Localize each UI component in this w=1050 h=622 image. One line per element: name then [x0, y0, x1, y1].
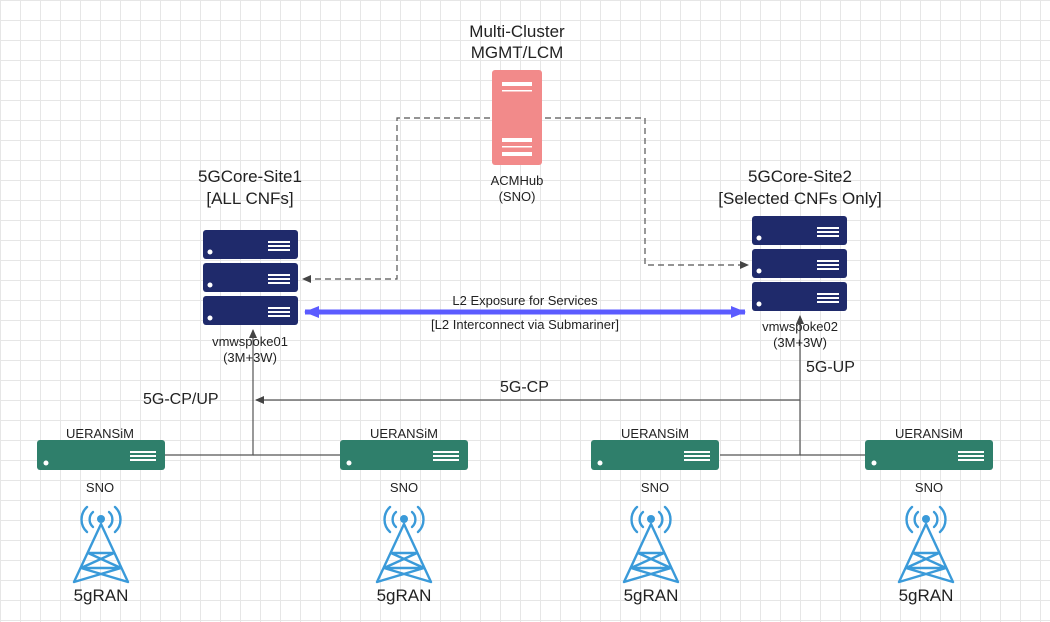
ran-label-3: 5gRAN — [624, 586, 679, 605]
server-unit — [203, 230, 298, 259]
hub-title-line1: Multi-Cluster — [469, 22, 565, 41]
site1-node-size: (3M+3W) — [223, 350, 277, 365]
hub-to-site2-connector — [545, 117, 749, 269]
sim-type: SNO — [641, 480, 669, 495]
site2-title: 5GCore-Site2 — [748, 167, 852, 186]
sim-node-1: UERANSiM SNO — [37, 426, 165, 495]
ran-label-1: 5gRAN — [74, 586, 129, 605]
site1-server-stack-icon — [203, 230, 298, 325]
site1-subtitle: [ALL CNFs] — [206, 189, 293, 208]
flow-label-cp-up: 5G-CP/UP — [143, 391, 219, 408]
ran-tower-icon-4 — [897, 505, 955, 584]
sim-type: SNO — [915, 480, 943, 495]
hub-to-site1-connector — [302, 117, 490, 283]
ran-tower-icon-2 — [375, 505, 433, 584]
sim-type: SNO — [390, 480, 418, 495]
server-unit — [752, 216, 847, 245]
sim-label: UERANSiM — [621, 426, 689, 441]
site2-server-stack-icon — [752, 216, 847, 311]
server-unit — [203, 263, 298, 292]
site1-title: 5GCore-Site1 — [198, 167, 302, 186]
server-unit — [752, 282, 847, 311]
site2-node-name: vmwspoke02 — [762, 319, 838, 334]
sim-label: UERANSiM — [66, 426, 134, 441]
site2-node-size: (3M+3W) — [773, 335, 827, 350]
hub-title-line2: MGMT/LCM — [471, 43, 564, 62]
ran-label-2: 5gRAN — [377, 586, 432, 605]
sim-node-3: UERANSiM SNO — [591, 426, 719, 495]
flow-label-cp: 5G-CP — [500, 379, 549, 396]
hub-server-icon — [492, 70, 542, 165]
server-unit — [752, 249, 847, 278]
interconnect-label-bottom: [L2 Interconnect via Submariner] — [431, 317, 619, 332]
sim-label: UERANSiM — [895, 426, 963, 441]
sim-node-2: UERANSiM SNO — [340, 426, 468, 495]
ran-label-4: 5gRAN — [899, 586, 954, 605]
ran-tower-icon-1 — [72, 505, 130, 584]
sim-label: UERANSiM — [370, 426, 438, 441]
hub-name: ACMHub — [491, 173, 544, 188]
sim-node-4: UERANSiM SNO — [865, 426, 993, 495]
flow-label-up: 5G-UP — [806, 359, 855, 376]
server-unit — [203, 296, 298, 325]
site1-node-name: vmwspoke01 — [212, 334, 288, 349]
sim-type: SNO — [86, 480, 114, 495]
hub-type: (SNO) — [499, 189, 536, 204]
site2-subtitle: [Selected CNFs Only] — [718, 189, 881, 208]
interconnect-label-top: L2 Exposure for Services — [452, 293, 598, 308]
ran-tower-icon-3 — [622, 505, 680, 584]
